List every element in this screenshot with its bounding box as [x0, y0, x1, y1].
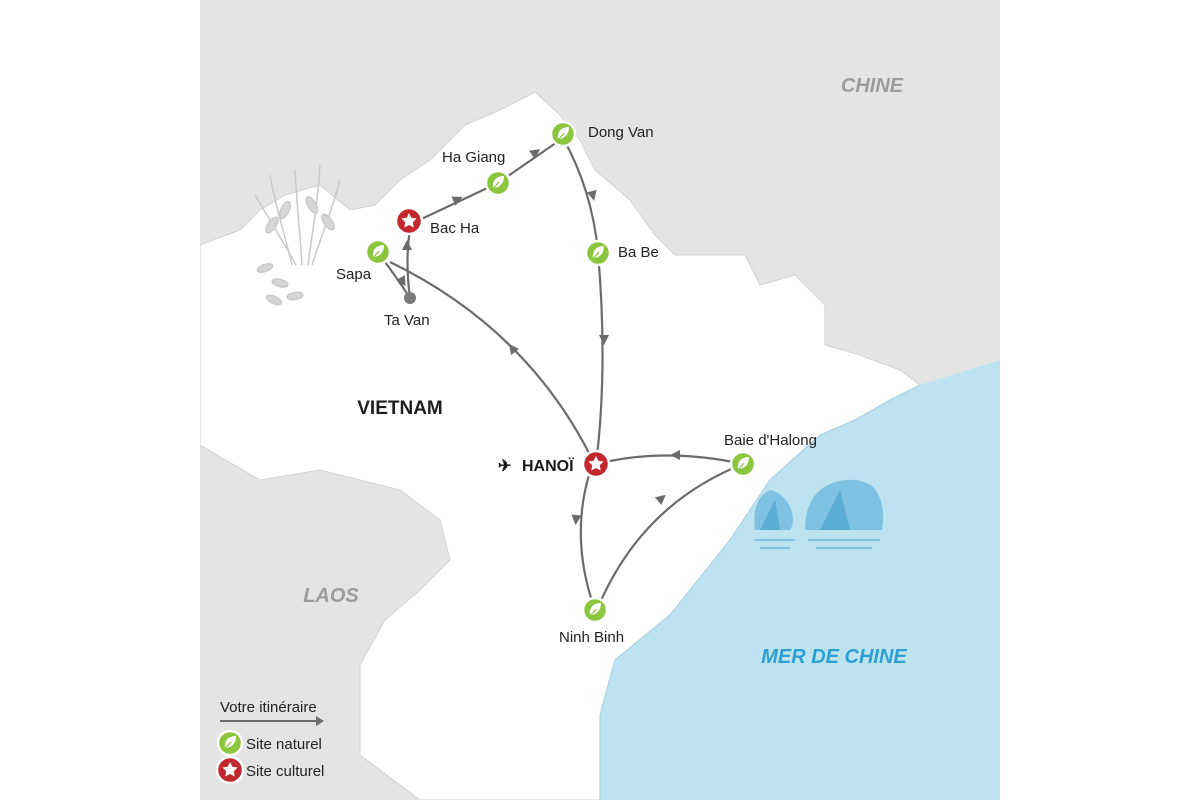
babe-label: Ba Be — [618, 244, 659, 261]
legend-natural-label: Site naturel — [246, 736, 322, 753]
sapa-label: Sapa — [336, 266, 372, 283]
dongvan-label: Dong Van — [588, 124, 654, 141]
route-hanoi-ninhbinh — [579, 474, 597, 611]
legend-cultural-label: Site culturel — [246, 763, 324, 780]
tavan-label: Ta Van — [384, 312, 430, 329]
route-dongvan-babe — [562, 137, 600, 253]
hagiang-marker[interactable] — [484, 169, 512, 197]
airplane-icon: ✈ — [498, 458, 511, 475]
hagiang-label: Ha Giang — [442, 149, 505, 166]
halong-rocks-illustration — [754, 479, 884, 549]
babe-marker[interactable] — [584, 239, 612, 267]
hanoi-marker[interactable] — [581, 449, 611, 479]
route-ninhbinh-halong — [595, 462, 744, 611]
itinerary-map: CHINE LAOS VIETNAM MER DE CHINE D — [200, 0, 1000, 800]
rice-plant-illustration — [254, 164, 341, 306]
coast-edge — [599, 384, 921, 800]
halong-marker[interactable] — [729, 450, 757, 478]
sapa-marker[interactable] — [364, 238, 392, 266]
bacha-marker[interactable] — [394, 206, 424, 236]
bacha-label: Bac Ha — [430, 220, 480, 237]
ninhbinh-label: Ninh Binh — [559, 629, 624, 646]
hanoi-label: HANOÏ — [522, 457, 574, 475]
route-tavan-bacha — [406, 229, 412, 299]
legend-cultural-icon — [215, 755, 245, 785]
map-canvas: CHINE LAOS VIETNAM MER DE CHINE D — [200, 0, 1000, 800]
legend-route-label: Votre itinéraire — [220, 699, 317, 716]
dongvan-marker[interactable] — [549, 120, 577, 148]
halong-label: Baie d'Halong — [724, 432, 817, 449]
legend-route-arrow — [316, 716, 324, 726]
china-label: CHINE — [841, 75, 904, 97]
legend-natural-icon — [216, 729, 244, 757]
vietnam-land — [200, 91, 921, 800]
vietnam-label: VIETNAM — [357, 398, 443, 419]
legend: Votre itinéraire Site naturel Site cultu… — [215, 699, 324, 785]
tavan-marker — [404, 292, 416, 304]
sea-area — [600, 360, 1000, 800]
route-babe-hanoi — [594, 251, 604, 465]
ninhbinh-marker[interactable] — [581, 596, 609, 624]
sea-label: MER DE CHINE — [761, 646, 907, 668]
laos-label: LAOS — [303, 585, 359, 607]
